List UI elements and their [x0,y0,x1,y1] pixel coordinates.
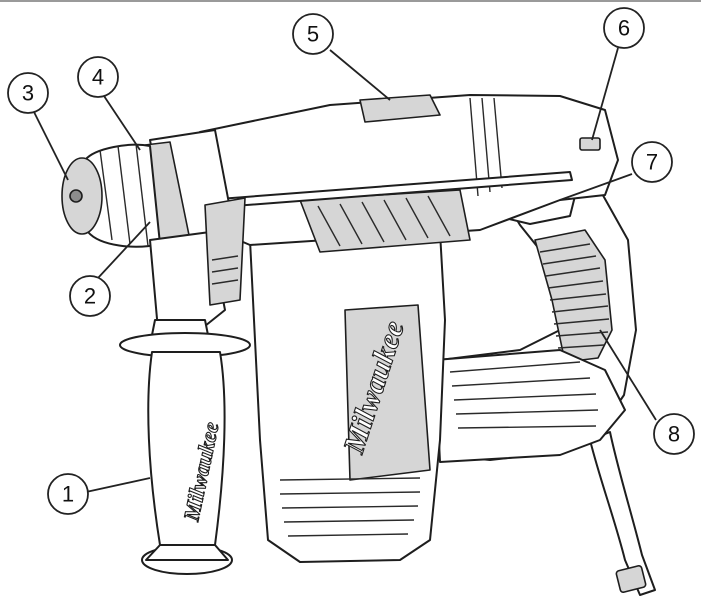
callout-6-number: 6 [618,16,630,41]
callout-5-circle [292,13,334,55]
leader-line-3 [33,111,69,181]
leader-line-6 [591,47,619,141]
motor-vents [279,477,421,537]
leader-line-1 [85,477,151,493]
rear-housing-base [434,349,626,463]
depth-stop-release [579,137,601,151]
callout-7: 7 [631,141,673,183]
callout-2-number: 2 [84,284,96,309]
callout-8: 8 [653,413,695,455]
gear-housing [199,94,619,253]
callout-6-circle [603,7,645,49]
callout-2: 2 [69,275,111,317]
callout-1: 1 [47,473,89,515]
callout-5-number: 5 [307,22,319,47]
callout-6: 6 [603,7,645,49]
leader-line-7 [559,173,633,201]
callout-8-number: 8 [668,422,680,447]
callout-3: 3 [7,72,49,114]
callout-4-circle [77,56,119,98]
callout-7-number: 7 [646,150,658,175]
leader-line-4 [103,95,141,151]
callout-2-circle [69,275,111,317]
rotary-hammer-drawing: Milwaukee [61,94,656,596]
callout-1-circle [47,473,89,515]
leader-lines [33,47,657,493]
callout-8-circle [653,413,695,455]
front-chuck [61,129,236,248]
housing-vents [317,195,451,247]
handle-grip-ribs [539,243,610,349]
side-handle: Milwaukee [119,319,251,575]
motor-housing: Milwaukee [249,231,446,563]
callout-4-number: 4 [92,65,104,90]
callout-3-circle [7,72,49,114]
top-border-line [0,0,701,2]
callout-1-number: 1 [62,482,74,507]
power-cord [589,431,656,596]
leader-line-8 [599,329,657,421]
callout-4: 4 [77,56,119,98]
side-handle-clamp [149,197,246,331]
callout-3-number: 3 [22,81,34,106]
callout-7-circle [631,141,673,183]
callout-5: 5 [292,13,334,55]
leader-line-2 [97,221,151,279]
leader-line-5 [329,49,391,101]
mode-selector-switch [359,94,441,123]
